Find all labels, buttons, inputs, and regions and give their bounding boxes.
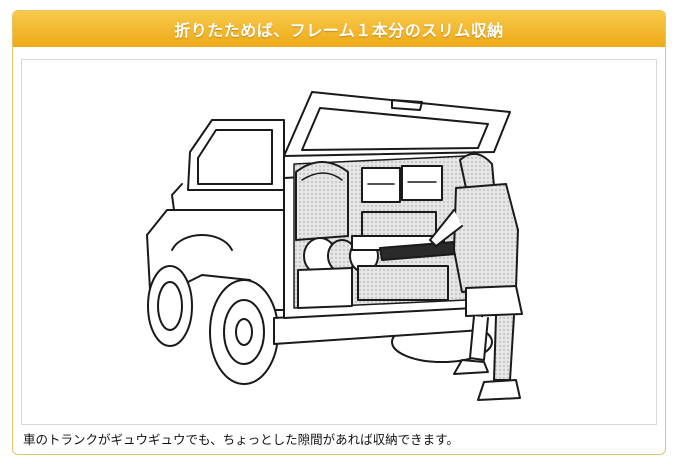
- person-loading-trunk: [429, 153, 523, 401]
- figure-title: 折りたためば、フレーム１本分のスリム収納: [174, 21, 504, 40]
- open-tailgate: [283, 91, 511, 179]
- figure-header: 折りたためば、フレーム１本分のスリム収納: [13, 11, 665, 47]
- illustration-panel: [21, 59, 657, 425]
- article-figure-card: 折りたためば、フレーム１本分のスリム収納: [12, 10, 666, 455]
- suv-trunk-illustration: [146, 91, 523, 401]
- figure-caption: 車のトランクがギュウギュウでも、ちょっとした隙間があれば収納できます。: [23, 432, 459, 447]
- trunk-cargo: [293, 155, 467, 309]
